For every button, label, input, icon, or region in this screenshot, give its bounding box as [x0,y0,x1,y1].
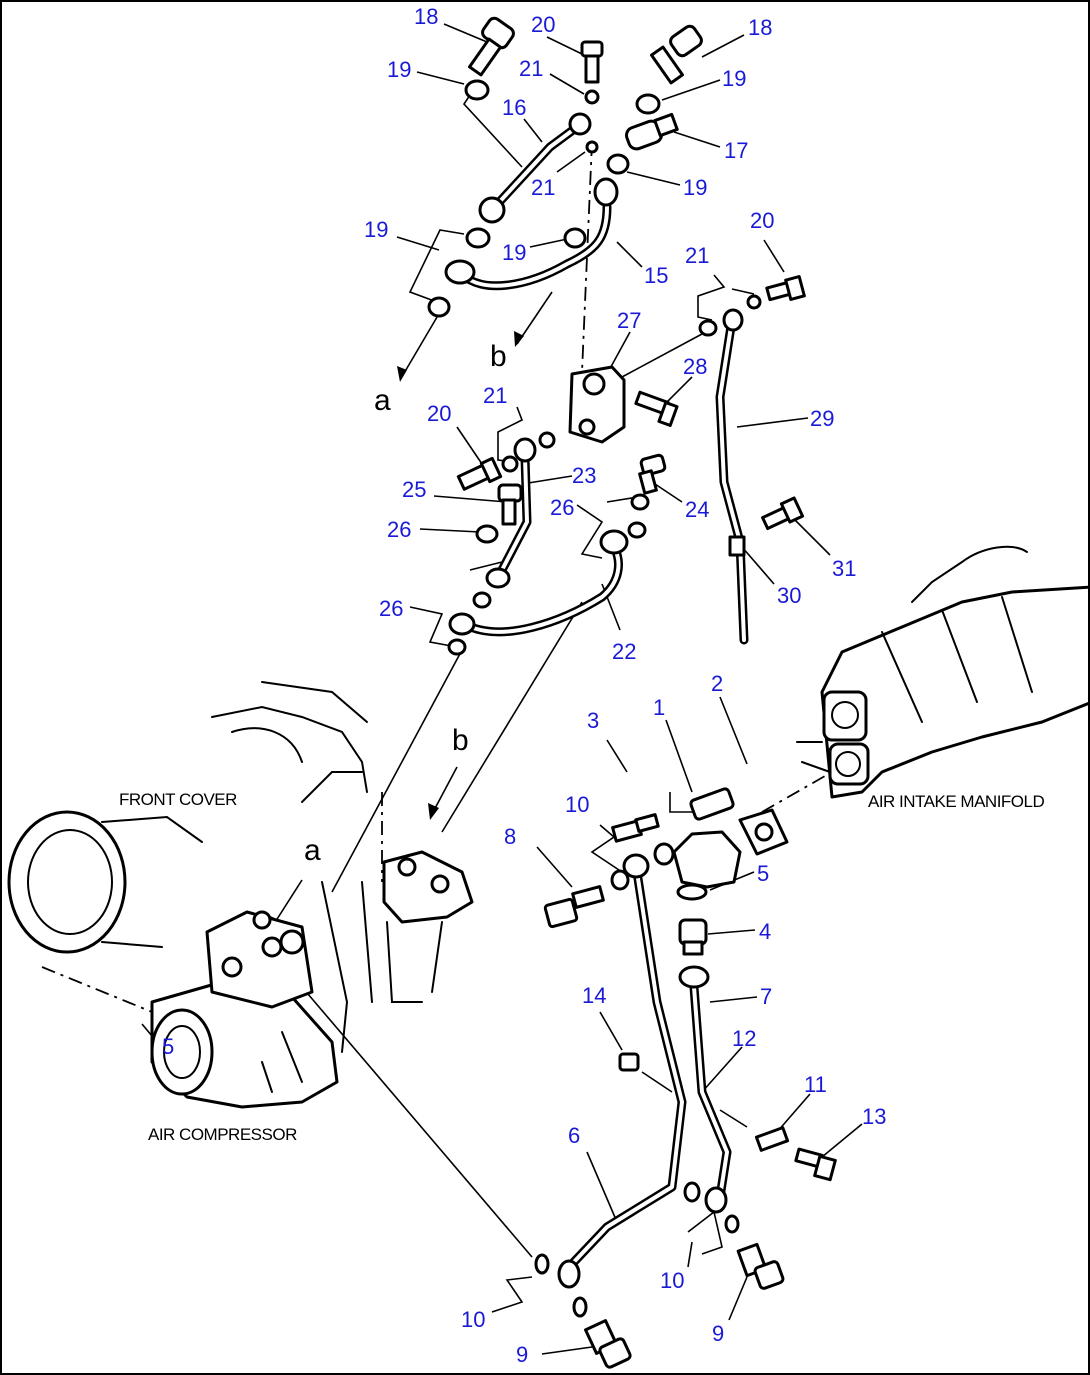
callout-20: 20 [750,208,774,233]
callout-19: 19 [502,240,526,265]
callout-24: 24 [685,497,709,522]
callout-20: 20 [427,401,451,426]
front-cover-drawing [7,810,203,954]
leader-lines [141,23,863,1355]
pipes [457,122,749,1269]
air-compressor-drawing [150,850,474,1109]
callout-14: 14 [582,983,606,1008]
callout-31: 31 [832,556,856,581]
callout-1: 1 [653,695,665,720]
callout-22: 22 [612,639,636,664]
callout-9: 9 [712,1321,724,1346]
callout-17: 17 [724,138,748,163]
callout-18: 18 [748,15,772,40]
callout-28: 28 [683,354,707,379]
callout-30: 30 [777,583,801,608]
callout-21: 21 [685,243,709,268]
callout-4: 4 [759,919,771,944]
callout-19: 19 [683,175,707,200]
callout-11: 11 [804,1072,827,1097]
engine-block-drawing [211,681,373,1053]
callout-5: 5 [162,1034,174,1059]
callout-26: 26 [387,517,411,542]
callout-27: 27 [617,308,641,333]
center-lines [41,141,833,1015]
callouts: 18 18 20 21 19 19 16 17 21 19 19 19 15 2… [162,4,886,1367]
callout-10: 10 [565,792,589,817]
callout-10: 10 [660,1268,684,1293]
label-air-intake-manifold: AIR INTAKE MANIFOLD [868,792,1044,811]
callout-18: 18 [414,4,438,29]
callout-12: 12 [732,1026,756,1051]
letter-a-upper: a [374,384,391,417]
fasteners [427,16,837,1369]
callout-10: 10 [461,1307,485,1332]
callout-19: 19 [387,57,411,82]
callout-26: 26 [379,596,403,621]
component-labels: FRONT COVER AIR COMPRESSOR AIR INTAKE MA… [119,790,1045,1144]
callout-20: 20 [531,12,555,37]
callout-3: 3 [587,708,599,733]
callout-16: 16 [502,95,526,120]
callout-19: 19 [364,217,388,242]
letter-b-upper: b [490,340,507,373]
letter-a-lower: a [304,834,321,867]
callout-21: 21 [519,56,543,81]
callout-26: 26 [550,495,574,520]
label-air-compressor: AIR COMPRESSOR [148,1125,297,1144]
callout-23: 23 [572,463,596,488]
callout-25: 25 [402,477,426,502]
callout-7: 7 [760,984,772,1009]
view-letters: a b a b [304,340,507,867]
letter-b-lower: b [452,724,469,757]
air-intake-manifold-drawing [796,545,1088,799]
callout-21: 21 [531,175,555,200]
callout-8: 8 [504,824,516,849]
callout-19: 19 [722,66,746,91]
callout-13: 13 [862,1104,886,1129]
callout-6: 6 [568,1123,580,1148]
callout-2: 2 [711,671,723,696]
callout-15: 15 [644,263,668,288]
label-front-cover: FRONT COVER [119,790,237,809]
callout-21: 21 [483,383,507,408]
callout-9: 9 [516,1342,528,1367]
callout-5: 5 [757,861,769,886]
callout-29: 29 [810,406,834,431]
